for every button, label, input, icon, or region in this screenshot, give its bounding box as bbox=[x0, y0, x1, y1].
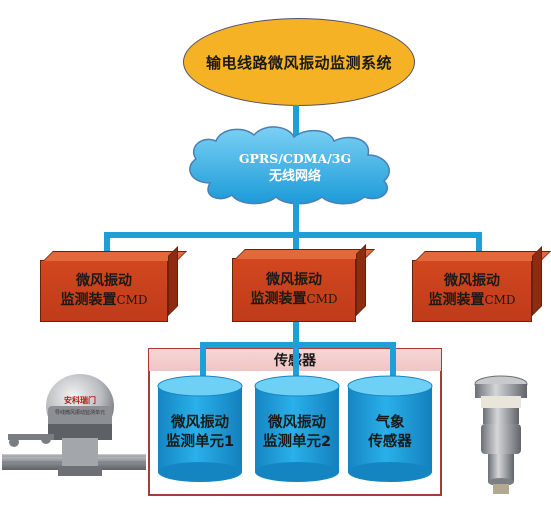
connector-network-bus bbox=[293, 198, 299, 236]
device-2-line1: 微风振动 bbox=[266, 272, 322, 288]
device-brand-text: 安科瑞门 bbox=[64, 395, 96, 405]
connector-device-1 bbox=[104, 232, 110, 260]
device-cmd-2: 微风振动 监测装置CMD bbox=[232, 244, 375, 322]
device-3-line1: 微风振动 bbox=[444, 273, 500, 289]
connector-sensor-3 bbox=[390, 342, 396, 384]
device-1-line1: 微风振动 bbox=[76, 273, 132, 289]
sensor-weather-label: 气象 传感器 bbox=[348, 414, 432, 452]
connector-device-3 bbox=[476, 232, 482, 260]
weather-sensor-photo bbox=[474, 375, 528, 494]
device-1-cmd: CMD bbox=[116, 293, 148, 307]
device-3-line2: 监测装置 bbox=[428, 292, 485, 308]
sensor-unit-1-line2: 监测单元1 bbox=[165, 434, 235, 450]
device-3-cmd: CMD bbox=[484, 293, 516, 307]
network-label-line2: 无线网络 bbox=[268, 169, 321, 184]
network-label-line1: GPRS/CDMA/3G bbox=[238, 151, 352, 166]
system-title: 输电线路微风振动监测系统 bbox=[205, 53, 392, 72]
sensor-unit-2-line1: 微风振动 bbox=[268, 415, 326, 431]
sensor-cylinders bbox=[157, 375, 433, 482]
device-cmd-1: 微风振动 监测装置CMD bbox=[40, 246, 187, 322]
sensor-unit-1-line1: 微风振动 bbox=[171, 415, 229, 431]
sensor-unit-2-label: 微风振动 监测单元2 bbox=[255, 414, 339, 452]
device-2-cmd: CMD bbox=[306, 292, 338, 306]
connector-sensor-2 bbox=[293, 342, 299, 384]
cylinder-unit-2 bbox=[254, 375, 340, 482]
cylinder-weather bbox=[347, 375, 433, 482]
system-title-node: 输电线路微风振动监测系统 bbox=[183, 18, 415, 106]
sensor-weather-line1: 气象 bbox=[375, 415, 405, 431]
device-brand-subtext: 导线微风振动监测单元 bbox=[55, 409, 105, 416]
connector-device-2 bbox=[293, 232, 299, 260]
connector-sensor-1 bbox=[200, 342, 206, 384]
device-cmd-3: 微风振动 监测装置CMD bbox=[412, 246, 551, 322]
sensor-weather-line2: 传感器 bbox=[368, 434, 412, 450]
cloud-icon bbox=[189, 126, 390, 205]
sensor-unit-1-label: 微风振动 监测单元1 bbox=[158, 414, 242, 452]
sensor-unit-2-line2: 监测单元2 bbox=[262, 434, 332, 450]
device-2-line2: 监测装置 bbox=[250, 291, 307, 307]
device-1-line2: 监测装置 bbox=[60, 292, 117, 308]
cylinder-unit-1 bbox=[157, 375, 243, 482]
connector-device-sensors bbox=[293, 322, 299, 346]
network-label: GPRS/CDMA/3G 无线网络 bbox=[205, 150, 385, 186]
vibration-sensor-photo: 安科瑞门 导线微风振动监测单元 bbox=[2, 374, 146, 476]
connector-system-network bbox=[293, 105, 299, 137]
